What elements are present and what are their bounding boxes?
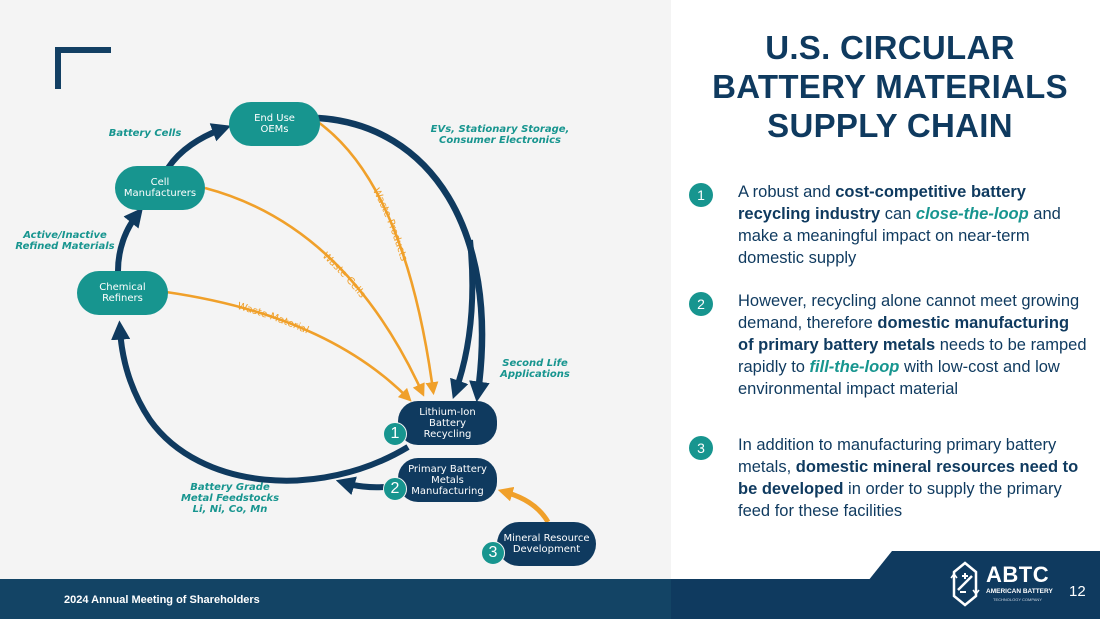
footer-logo-tab — [868, 551, 1100, 581]
supply-chain-diagram: Waste Products Waste Cells Waste Materia… — [111, 114, 551, 524]
point-text-segment: fill-the-loop — [809, 358, 900, 376]
waste-cells-label: Waste Cells — [320, 251, 368, 301]
footer-event-text: 2024 Annual Meeting of Shareholders — [64, 594, 260, 606]
arrow-cells-to-oems — [165, 123, 232, 170]
point-2-badge: 2 — [689, 292, 713, 316]
node-li-ion-recycling: Lithium-Ion Battery Recycling — [398, 401, 497, 445]
corner-bracket-decoration — [55, 47, 111, 89]
battery-hexagon-logo-icon — [950, 561, 980, 607]
point-1-badge: 1 — [689, 183, 713, 207]
node-chemical-refiners: Chemical Refiners — [77, 271, 168, 315]
point-text-segment: close-the-loop — [915, 205, 1029, 223]
point-text-segment: In addition to manufacturing primary bat… — [738, 436, 1057, 476]
point-1-text: A robust and cost-competitive battery re… — [738, 181, 1088, 269]
point-text-segment: domestic mineral resources need to be de… — [738, 458, 1079, 498]
node-cell-manufacturers: Cell Manufacturers — [115, 166, 205, 210]
arrow-recycling-to-refiners — [111, 320, 410, 484]
logo-wordmark: ABTC — [986, 562, 1050, 587]
point-text-segment: A robust and — [738, 183, 836, 201]
node-primary-metals: Primary Battery Metals Manufacturing — [398, 458, 497, 502]
point-text-segment: domestic manufacturing of primary batter… — [738, 314, 1070, 354]
label-battery-cells: Battery Cells — [108, 128, 182, 139]
arrow-oems-to-recycling — [317, 114, 490, 403]
point-3-text: In addition to manufacturing primary bat… — [738, 434, 1088, 522]
waste-material-label: Waste Material — [236, 301, 310, 336]
point-3-badge: 3 — [689, 436, 713, 460]
arrow-mineral-to-primary — [497, 486, 551, 524]
point-text-segment: cost-competitive battery recycling indus… — [738, 183, 1026, 223]
badge-recycling: 1 — [383, 422, 407, 446]
badge-mineral: 3 — [481, 541, 505, 565]
footer-left-shade — [0, 579, 671, 619]
arrow-waste-products — [317, 120, 439, 396]
logo-line-2: TECHNOLOGY COMPANY — [993, 597, 1042, 602]
arrow-primary-to-loop — [335, 476, 385, 495]
label-active-inactive: Active/Inactive Refined Materials — [15, 230, 115, 252]
page-number: 12 — [1069, 583, 1086, 600]
arrow-waste-cells — [204, 186, 425, 397]
label-battery-grade: Battery Grade Metal Feedstocks Li, Ni, C… — [180, 482, 280, 515]
point-text-segment: in order to supply the primary feed for … — [738, 480, 1062, 520]
arrow-second-life — [450, 239, 476, 400]
waste-products-label: Waste Products — [370, 187, 409, 263]
label-evs-storage: EVs, Stationary Storage, Consumer Electr… — [430, 124, 570, 146]
abtc-logo: ABTC AMERICAN BATTERY TECHNOLOGY COMPANY — [950, 560, 1060, 608]
point-text-segment: needs to be ramped rapidly to — [738, 336, 1087, 376]
arrow-waste-material — [165, 290, 412, 402]
point-2-text: However, recycling alone cannot meet gro… — [738, 290, 1088, 400]
label-second-life: Second Life Applications — [500, 358, 570, 380]
node-mineral-resource: Mineral Resource Development — [497, 522, 596, 566]
arrow-refiners-to-cells — [115, 207, 143, 272]
point-text-segment: with low-cost and low environmental impa… — [738, 358, 1060, 398]
slide-title: U.S. CIRCULAR BATTERY MATERIALS SUPPLY C… — [712, 29, 1068, 144]
logo-line-1: AMERICAN BATTERY — [986, 588, 1053, 595]
point-text-segment: However, recycling alone cannot meet gro… — [738, 292, 1080, 332]
badge-primary: 2 — [383, 477, 407, 501]
node-end-use-oems: End Use OEMs — [229, 102, 320, 146]
point-text-segment: and make a meaningful impact on near-ter… — [738, 205, 1061, 267]
point-text-segment: can — [880, 205, 916, 223]
